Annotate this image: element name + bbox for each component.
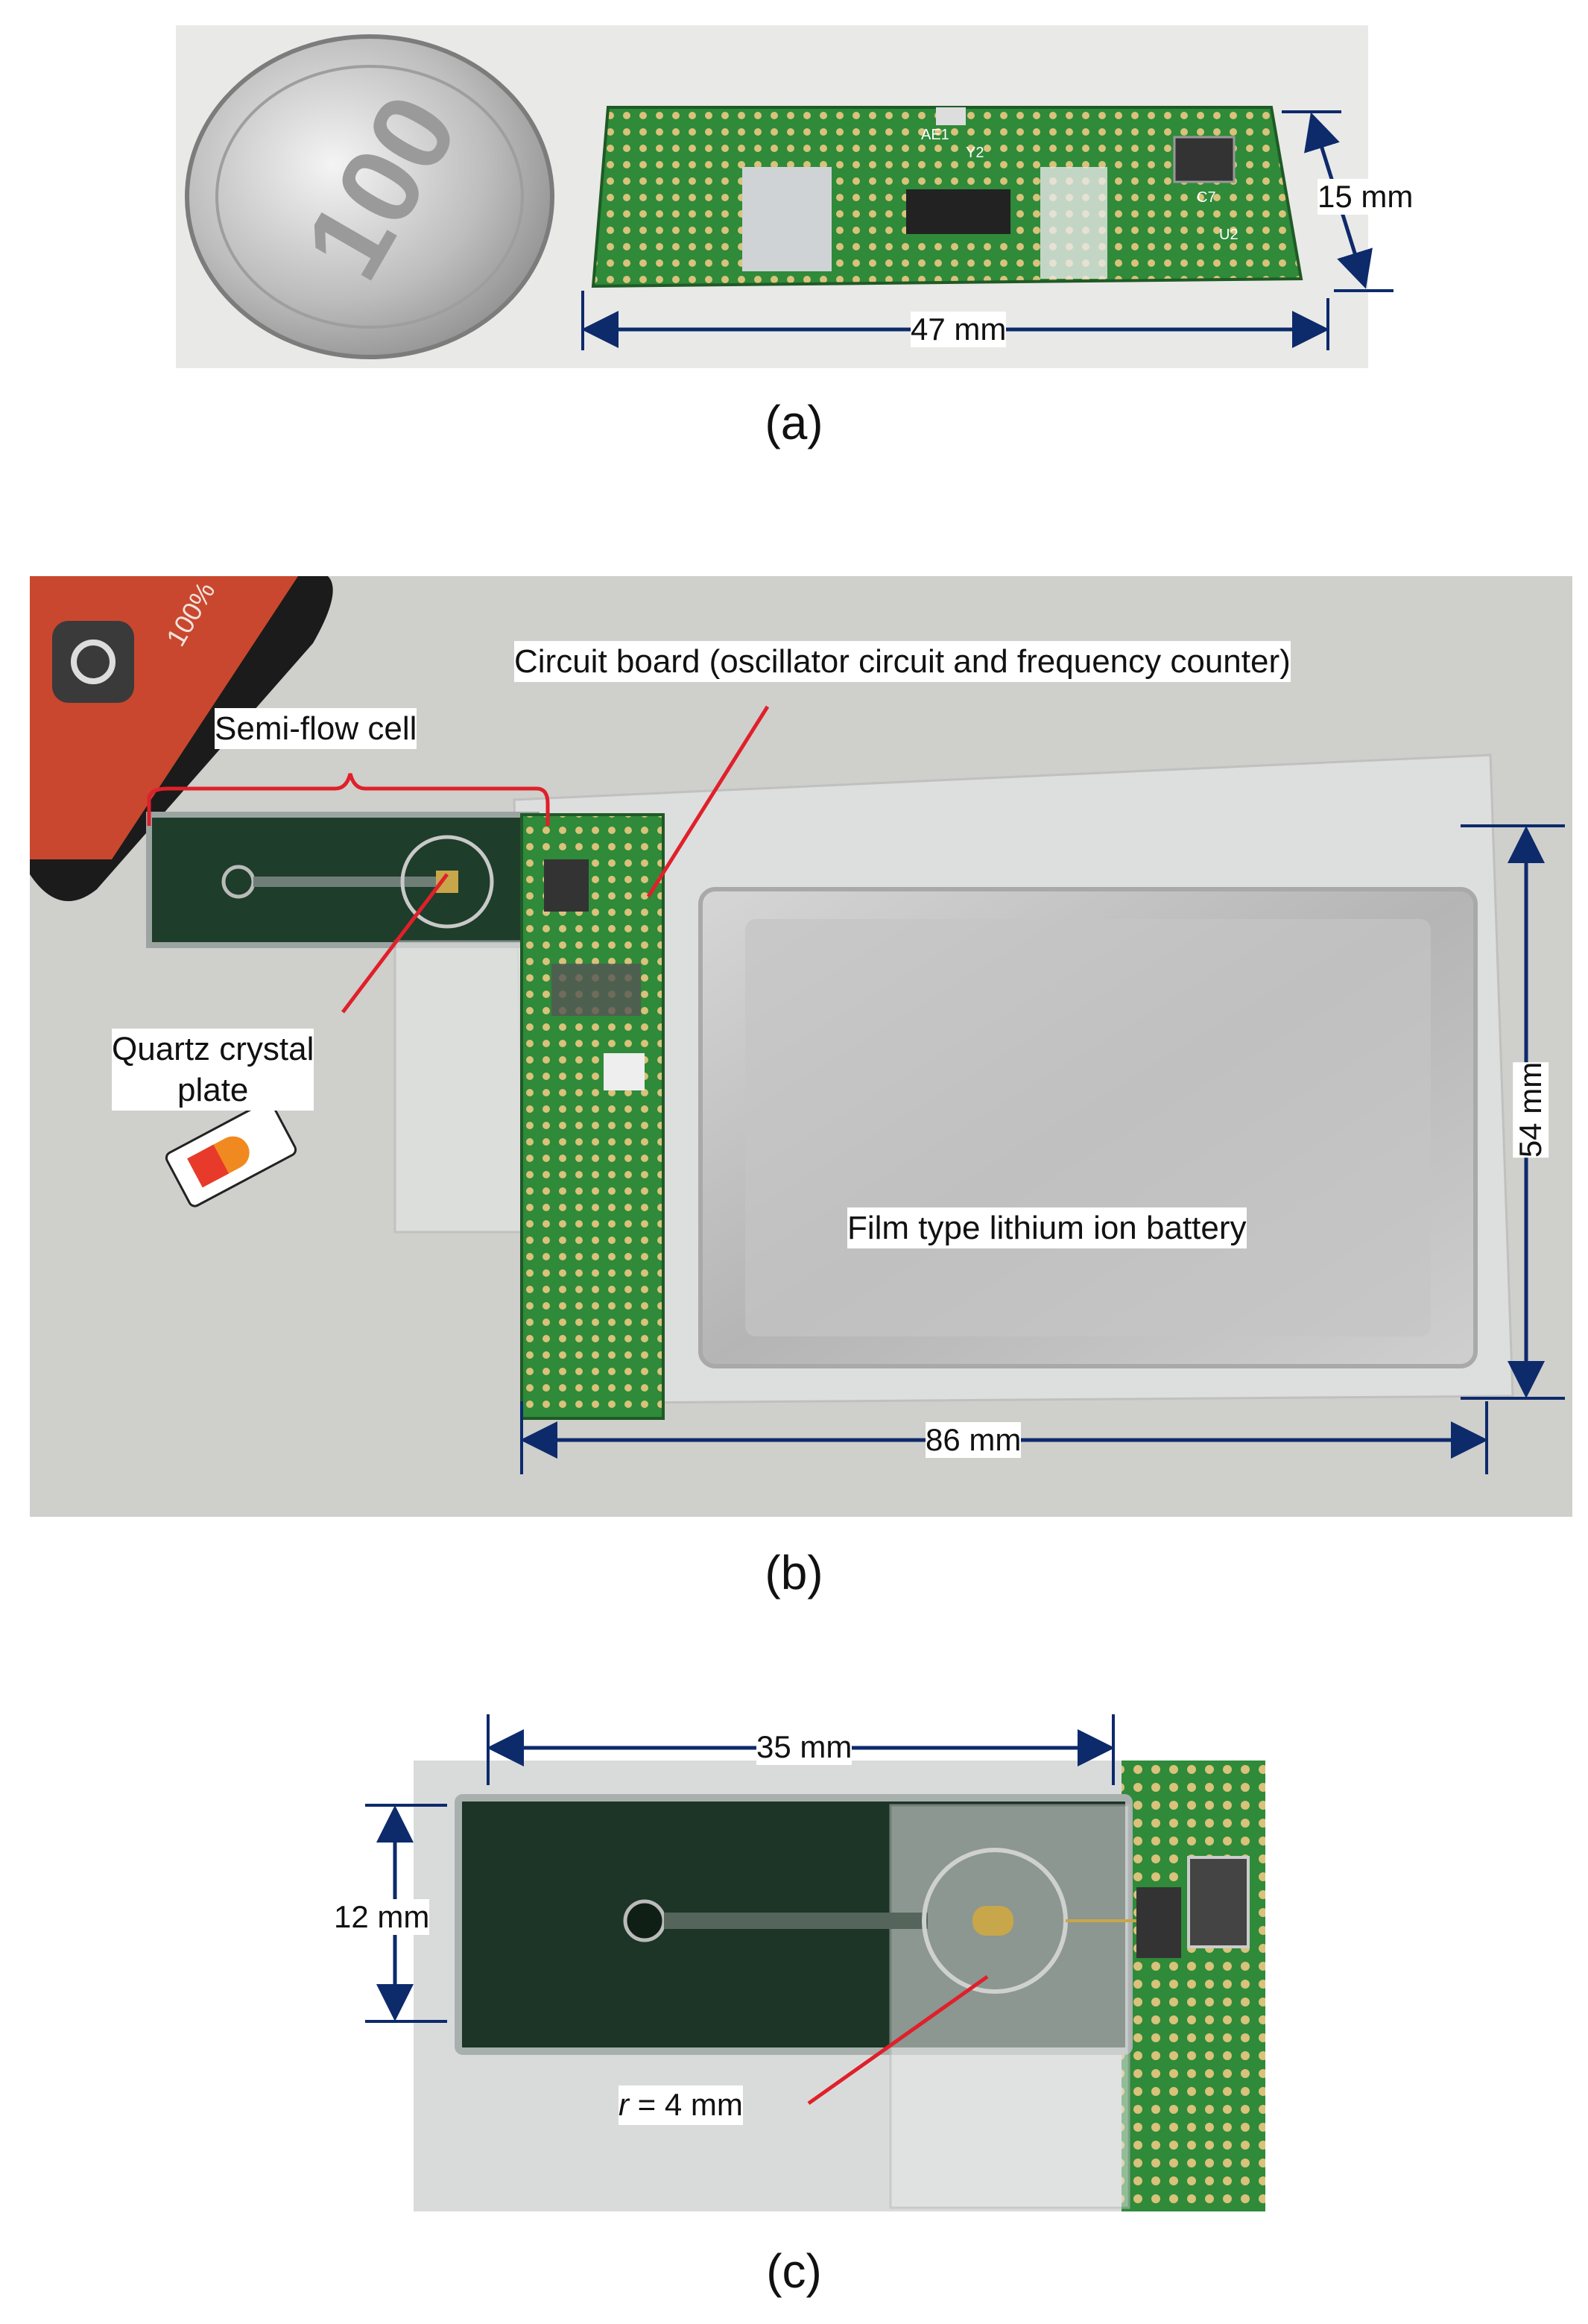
caption-c: (c) — [766, 2244, 822, 2298]
panel-c-illustration — [455, 1761, 1265, 2211]
callout-quartz — [341, 873, 449, 1014]
callout-circuit — [646, 705, 770, 898]
panel-c-dimensions — [365, 1714, 1115, 2023]
dim-a-width: 47 mm — [911, 312, 1007, 347]
callout-radius — [807, 1974, 989, 2106]
dim-a-height: 15 mm — [1317, 179, 1414, 215]
board-label-c7: C7 — [1197, 189, 1216, 206]
label-radius-var: r — [619, 2087, 629, 2122]
quartz-plate-icon — [165, 1100, 297, 1207]
caption-b: (b) — [765, 1546, 823, 1600]
panel-a-illustration — [185, 34, 1303, 359]
semi-flow-bracket — [147, 773, 550, 826]
circuit-board — [520, 813, 665, 1420]
dim-b-width: 86 mm — [926, 1422, 1022, 1458]
board-label-ae1: AE1 — [921, 127, 949, 143]
label-quartz-plate: Quartz crystal plate — [112, 1029, 314, 1111]
board-label-y2: Y2 — [966, 145, 984, 161]
label-radius-value: = 4 mm — [629, 2087, 743, 2122]
dim-c-height: 12 mm — [334, 1899, 430, 1935]
panel-a-photo: 100 AE1 Y2 C7 U2 — [176, 25, 1368, 368]
caption-a: (a) — [765, 396, 823, 449]
coin — [185, 34, 554, 359]
panel-c-photo — [414, 1761, 1265, 2211]
label-battery: Film type lithium ion battery — [847, 1207, 1247, 1248]
dim-c-width: 35 mm — [756, 1729, 852, 1765]
label-circuit-board: Circuit board (oscillator circuit and fr… — [514, 641, 1291, 682]
label-radius: r = 4 mm — [619, 2085, 743, 2125]
board-label-u2: U2 — [1219, 227, 1239, 243]
label-semi-flow-cell: Semi-flow cell — [215, 708, 417, 749]
